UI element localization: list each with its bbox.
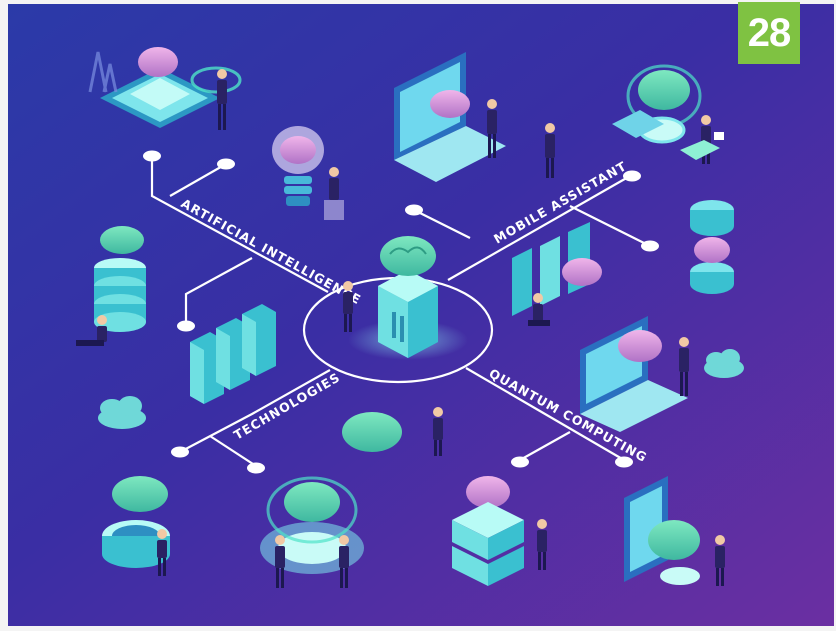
center-hub [343, 236, 468, 360]
database-icon [690, 200, 734, 294]
brain-icon [648, 520, 700, 560]
cylinder-brain-illustration [690, 200, 734, 294]
lightbulb-icon [272, 126, 324, 206]
server-cluster-illustration [512, 222, 602, 326]
brain-icon [694, 237, 730, 263]
pedestal-brain-illustration [102, 476, 170, 576]
tablet-brain-illustration [624, 476, 725, 586]
magnifier-illustration [612, 64, 724, 164]
brain-icon [284, 482, 340, 522]
brain-icon [466, 476, 510, 508]
server-rack-icon [190, 304, 276, 404]
database-brain-illustration [76, 226, 146, 346]
servers-left-illustration [190, 304, 276, 404]
person-icon [715, 535, 725, 586]
brain-icon [380, 236, 436, 276]
brain-icon [618, 330, 662, 362]
person-icon [545, 123, 555, 178]
person-icon [339, 535, 349, 588]
brain-icon [430, 90, 470, 118]
cloud-icon [704, 349, 744, 378]
server-rack-icon [452, 502, 524, 586]
cpu-chip-icon [130, 78, 190, 110]
laptop-illustration [394, 52, 555, 182]
chip-brain-illustration [88, 47, 242, 130]
person-icon [433, 407, 443, 456]
brain-icon [112, 476, 168, 512]
hologram-platform-illustration [260, 476, 364, 588]
cloud-icon [98, 396, 146, 429]
database-icon [94, 258, 146, 332]
connector-lines [150, 156, 651, 467]
person-icon [324, 167, 344, 220]
brain-icon [138, 47, 178, 77]
person-icon [679, 337, 689, 396]
server-rack-icon [378, 270, 438, 358]
person-icon [343, 281, 353, 332]
brain-icon [342, 412, 402, 452]
brain-icon [638, 70, 690, 110]
lightbulb-illustration [272, 126, 344, 220]
person-icon [537, 519, 547, 570]
person-icon [487, 99, 497, 158]
person-icon [217, 69, 227, 130]
person-icon [275, 535, 285, 588]
brain-icon [562, 258, 602, 286]
tablet-icon [714, 132, 724, 140]
laptop-icon [394, 52, 506, 182]
person-icon [528, 293, 550, 326]
brain-hover-illustration [342, 407, 443, 456]
person-icon [157, 529, 167, 576]
connector-dots [143, 150, 659, 474]
person-icon [76, 315, 107, 346]
brain-icon [100, 226, 144, 254]
stacked-server-illustration [452, 476, 547, 586]
laptop-brain-illustration [580, 316, 744, 432]
page-number-badge: 28 [738, 2, 800, 64]
